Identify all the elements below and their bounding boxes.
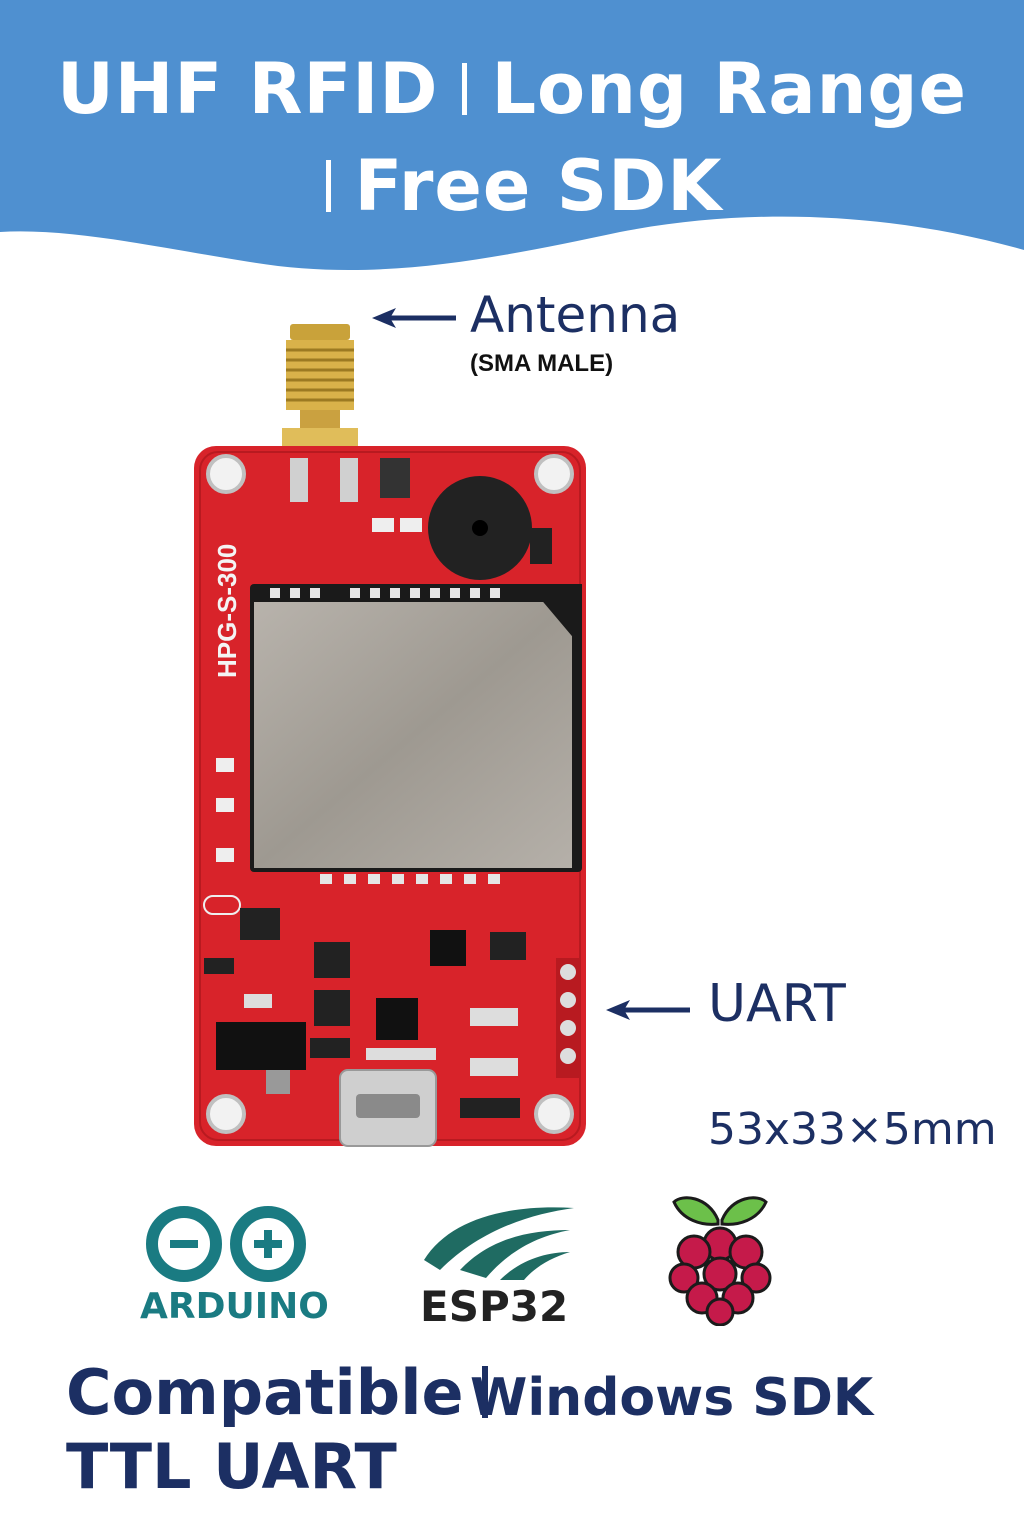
mounting-holes bbox=[206, 454, 574, 1134]
uart-arrow-icon bbox=[606, 1000, 690, 1020]
rfid-board-image: HPG-S-300 bbox=[194, 324, 586, 1147]
uart-pins bbox=[556, 958, 580, 1078]
antenna-label: Antenna bbox=[470, 286, 681, 344]
footer-windows-sdk: Windows SDK bbox=[470, 1368, 874, 1428]
arduino-logo-text: ARDUINO bbox=[140, 1286, 329, 1327]
banner-title-line2: Free SDK bbox=[0, 145, 1024, 227]
esp32-logo-icon bbox=[424, 1207, 574, 1280]
title-separator bbox=[325, 160, 331, 212]
antenna-sub-label: (SMA MALE) bbox=[470, 350, 614, 377]
title-separator bbox=[462, 63, 468, 115]
footer-compatible: Compatible bbox=[66, 1356, 496, 1429]
banner-wave-shape bbox=[0, 0, 1024, 271]
uart-label: UART bbox=[708, 974, 846, 1034]
raspberry-pi-logo-icon bbox=[668, 1196, 772, 1326]
board-model-text: HPG-S-300 bbox=[212, 544, 242, 678]
footer-separator bbox=[481, 1366, 488, 1418]
antenna-arrow-icon bbox=[372, 308, 456, 328]
banner-title-uhf: UHF RFID bbox=[56, 48, 439, 130]
banner-title-line1: UHF RFID Long Range bbox=[0, 48, 1024, 130]
banner-title-free-sdk: Free SDK bbox=[354, 145, 723, 227]
dimensions-label: 53x33×5mm bbox=[708, 1104, 997, 1155]
banner-title-long-range: Long Range bbox=[491, 48, 968, 130]
footer-ttl-uart: TTL UART bbox=[66, 1430, 397, 1503]
header-banner: UHF RFID Long Range Free SDK bbox=[0, 0, 1024, 300]
compatible-text: Compatible bbox=[66, 1356, 464, 1429]
arduino-logo-icon bbox=[146, 1206, 306, 1282]
esp32-logo-text: ESP32 bbox=[420, 1282, 569, 1331]
